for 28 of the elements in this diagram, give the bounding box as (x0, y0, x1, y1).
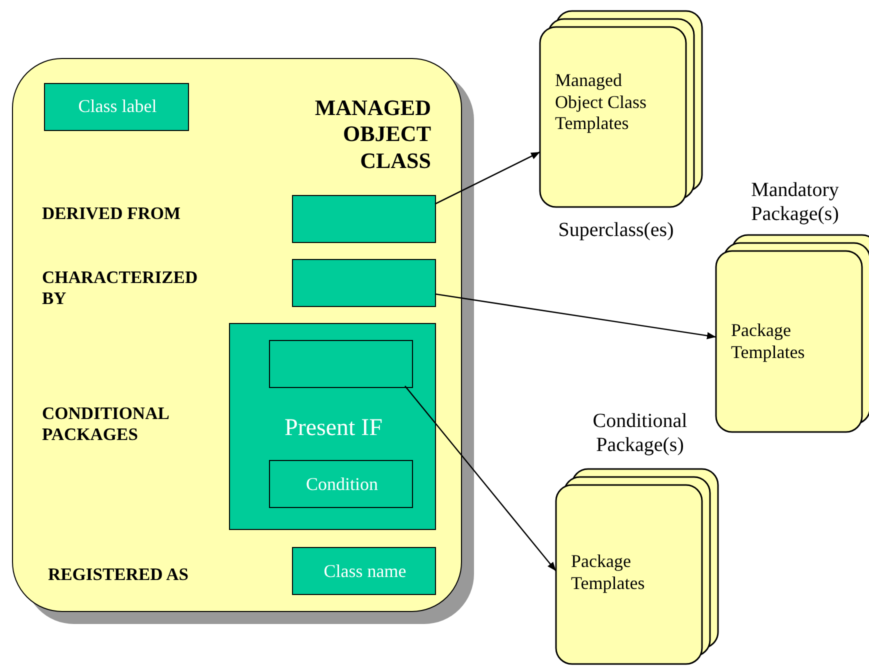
card-text: Package Templates (571, 551, 646, 594)
row-label: CHARACTERIZED BY (42, 267, 199, 309)
template-card-stack (555, 468, 719, 665)
row-label: CONDITIONAL PACKAGES (42, 403, 170, 445)
template-card-stack (715, 234, 869, 433)
box-label: Condition (304, 474, 379, 496)
empty-attribute-box (292, 195, 436, 243)
class-heading: MANAGED OBJECT CLASS (314, 95, 431, 174)
empty-attribute-box (292, 259, 436, 307)
arrow (404, 386, 556, 572)
box-label: Present IF (284, 414, 384, 443)
attribute-box (44, 83, 189, 131)
box-label: Class label (77, 96, 158, 118)
empty-attribute-box (269, 340, 413, 388)
card-text: Managed Object Class Templates (555, 70, 647, 135)
arrow (434, 293, 716, 340)
template-card-stack (539, 10, 703, 208)
row-label: REGISTERED AS (48, 564, 190, 585)
attribute-box (229, 323, 436, 530)
stack-caption: Mandatory Package(s) (750, 178, 840, 226)
stack-caption: Conditional Package(s) (592, 409, 688, 457)
attribute-box (292, 547, 436, 595)
card-text: Package Templates (731, 320, 806, 364)
stack-caption: Superclass(es) (557, 218, 675, 242)
arrow (434, 151, 540, 205)
row-label: DERIVED FROM (42, 203, 182, 224)
attribute-box (269, 460, 413, 508)
box-label: Class name (322, 561, 408, 583)
